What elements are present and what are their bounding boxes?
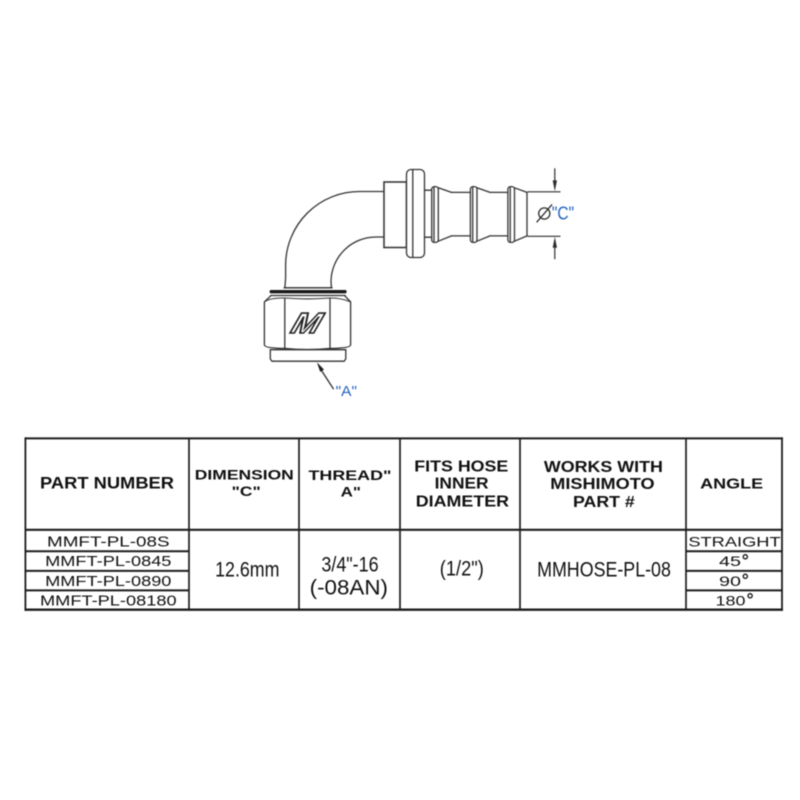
svg-text:MMFT-PL-0845: MMFT-PL-0845	[45, 554, 171, 570]
svg-text:A": A"	[341, 483, 361, 499]
svg-text:MMFT-PL-08180: MMFT-PL-08180	[40, 593, 177, 609]
svg-text:PART NUMBER: PART NUMBER	[40, 474, 174, 492]
svg-text:DIAMETER: DIAMETER	[416, 494, 510, 511]
svg-text:MMFT-PL-08S: MMFT-PL-08S	[47, 534, 170, 550]
svg-text:(1/2"): (1/2")	[440, 557, 484, 580]
svg-text:12.6mm: 12.6mm	[215, 559, 279, 582]
svg-text:(-08AN): (-08AN)	[310, 577, 388, 600]
svg-text:MMFT-PL-0890: MMFT-PL-0890	[45, 574, 171, 590]
svg-text:90: 90	[719, 574, 742, 589]
svg-text:FITS HOSE: FITS HOSE	[414, 458, 508, 475]
svg-text:PART #: PART #	[573, 494, 635, 511]
svg-text:MMHOSE-PL-08: MMHOSE-PL-08	[537, 559, 671, 582]
svg-text:180: 180	[716, 593, 747, 608]
svg-text:ANGLE: ANGLE	[700, 476, 763, 492]
svg-text:"A": "A"	[336, 383, 357, 400]
svg-text:INNER: INNER	[435, 476, 490, 493]
svg-text:STRAIGHT: STRAIGHT	[688, 534, 780, 549]
svg-text:MISHIMOTO: MISHIMOTO	[550, 476, 654, 493]
svg-text:3/4"-16: 3/4"-16	[321, 553, 378, 576]
svg-text:DIMENSION: DIMENSION	[195, 468, 294, 483]
svg-text:WORKS WITH: WORKS WITH	[544, 459, 663, 476]
svg-text:"C": "C"	[232, 484, 261, 499]
svg-text:"C": "C"	[552, 204, 574, 224]
svg-text:THREAD": THREAD"	[309, 467, 392, 483]
svg-text:45: 45	[719, 554, 741, 569]
